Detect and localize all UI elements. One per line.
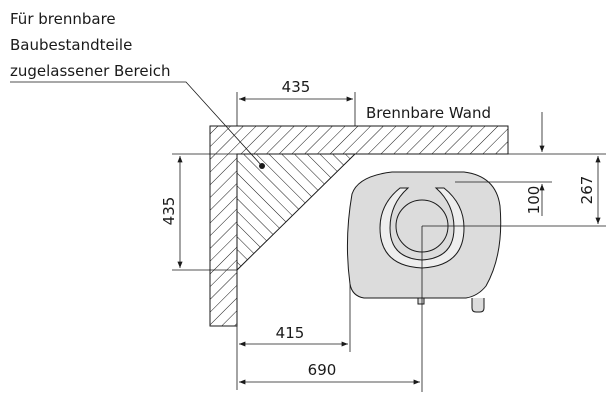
dim-center-value: 690: [308, 361, 337, 379]
dim-front-value: 415: [276, 324, 305, 342]
dim-depth-value: 267: [578, 176, 596, 205]
zone-label-line1: Für brennbare: [10, 10, 116, 28]
allowed-zone: [236, 153, 357, 272]
flue-collar: [379, 187, 465, 269]
wall-label: Brennbare Wand: [366, 104, 491, 122]
dim-gap-value: 100: [525, 186, 543, 215]
zone-label-line3: zugelassener Bereich: [10, 62, 171, 80]
dim-left-value: 435: [160, 197, 178, 226]
dim-top-value: 435: [282, 78, 311, 96]
stove-foot: [417, 297, 425, 305]
zone-label-line2: Baubestandteile: [10, 36, 132, 54]
stove-handle: [471, 298, 485, 313]
